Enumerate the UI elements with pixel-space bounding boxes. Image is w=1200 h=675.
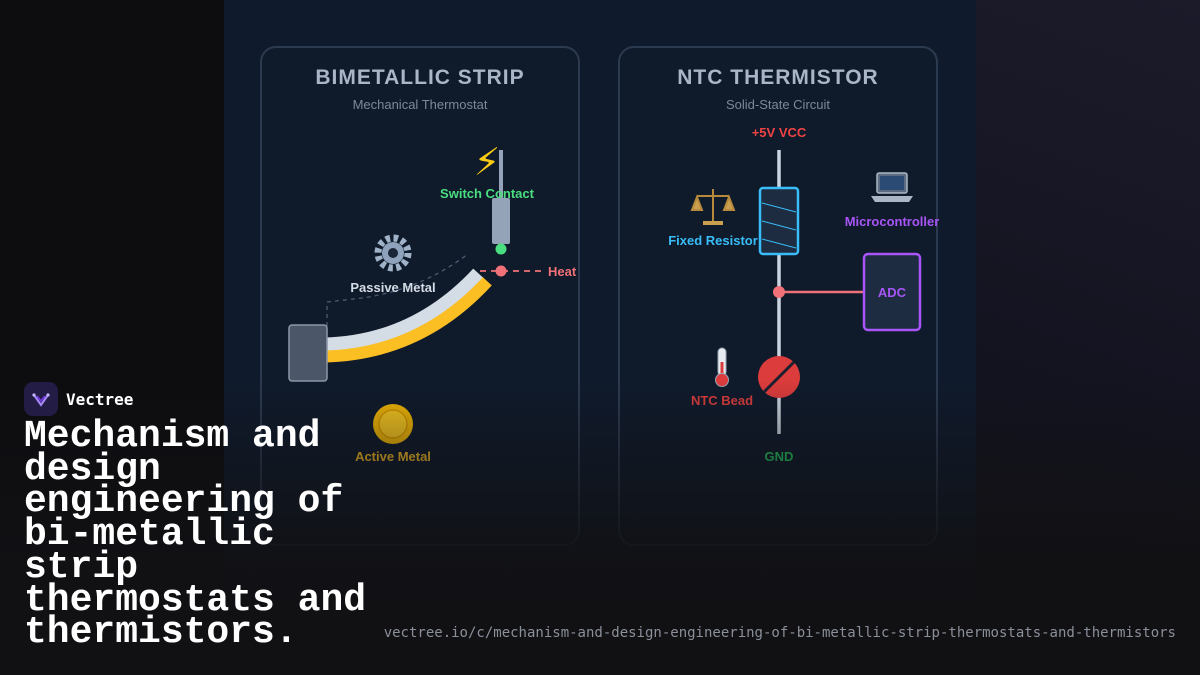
rest-position-outline bbox=[326, 253, 469, 350]
heat-label: Heat bbox=[548, 264, 577, 279]
thermometer-icon bbox=[715, 347, 729, 387]
switch-contact-label: Switch Contact bbox=[440, 186, 535, 201]
brand-name: Vectree bbox=[66, 389, 134, 409]
adc-label: ADC bbox=[878, 285, 907, 300]
page-url[interactable]: vectree.io/c/mechanism-and-design-engine… bbox=[383, 625, 1176, 641]
switch-contact-block bbox=[492, 198, 510, 244]
ntc-bead-label: NTC Bead bbox=[691, 393, 753, 408]
adc-block bbox=[862, 252, 922, 332]
brand[interactable]: Vectree bbox=[24, 382, 133, 416]
fixed-resistor bbox=[758, 186, 800, 256]
fixed-resistor-label: Fixed Resistor bbox=[668, 233, 758, 248]
scales-icon bbox=[690, 189, 736, 225]
ntc-circuit-diagram: +5V VCC ADC GND Fixed Resistor Mi bbox=[668, 125, 939, 464]
page-headline: Mechanism and design engineering of bi-m… bbox=[24, 415, 367, 655]
passive-metal-layer bbox=[323, 268, 483, 351]
switch-contact-point bbox=[495, 243, 507, 255]
vectree-logo-icon bbox=[24, 382, 58, 416]
bimetallic-card-title: BIMETALLIC STRIP bbox=[315, 66, 525, 89]
strip-mount-block bbox=[288, 324, 328, 382]
bimetallic-diagram: Heat ⚡ Switch Contact Passive Metal Acti… bbox=[288, 140, 577, 464]
microcontroller-label: Microcontroller bbox=[845, 214, 940, 229]
ntc-card-subtitle: Solid-State Circuit bbox=[725, 97, 831, 112]
active-metal-layer bbox=[323, 276, 492, 363]
ntc-card-title: NTC THERMISTOR bbox=[677, 66, 879, 89]
lightning-icon: ⚡ bbox=[474, 140, 501, 184]
gear-icon bbox=[374, 234, 412, 272]
junction-node bbox=[773, 286, 785, 298]
laptop-icon bbox=[871, 172, 913, 202]
heat-point bbox=[495, 265, 507, 277]
passive-metal-label: Passive Metal bbox=[350, 280, 435, 295]
gnd-label: GND bbox=[765, 449, 794, 464]
resistor-stripe bbox=[761, 238, 797, 249]
bimetallic-card-subtitle: Mechanical Thermostat bbox=[352, 97, 488, 112]
resistor-stripe bbox=[761, 202, 797, 213]
resistor-stripe bbox=[761, 220, 797, 231]
vcc-label: +5V VCC bbox=[752, 125, 807, 140]
